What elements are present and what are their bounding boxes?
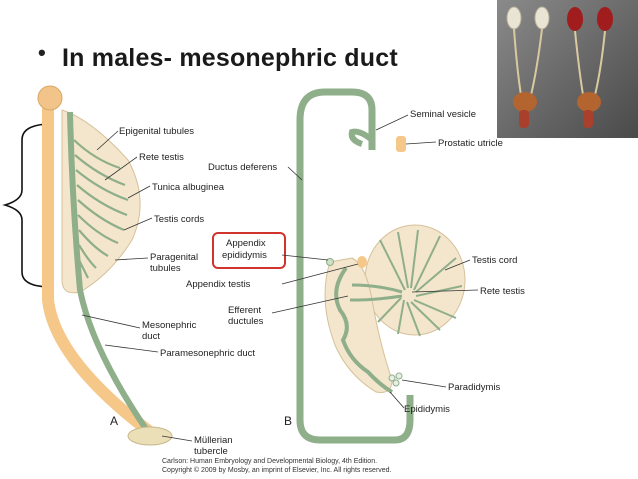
- label-rete-testis-b: Rete testis: [480, 286, 525, 297]
- label-paradidymis: Paradidymis: [448, 382, 501, 393]
- appendix-epididymis-dot: [326, 258, 334, 266]
- label-ductus: Ductus deferens: [208, 162, 277, 173]
- label-mullerian-2: tubercle: [194, 446, 228, 457]
- label-paramesonephric: Paramesonephric duct: [160, 348, 255, 359]
- panel-label-b: B: [284, 414, 292, 428]
- label-appendix-epi-1: Appendix: [226, 238, 266, 249]
- genital-duct-diagram: Epigenital tubules Rete testis Tunica al…: [2, 85, 525, 457]
- epididymis-duct: [334, 266, 394, 394]
- label-paragenital-1: Paragenital: [150, 252, 198, 263]
- label-mesonephric-2: duct: [142, 331, 160, 342]
- ductus-deferens: [296, 88, 414, 444]
- tubule-branches: [73, 139, 129, 279]
- bracket: [2, 123, 53, 288]
- mullerian-tubercle-shape: [127, 426, 173, 446]
- testis-cords-b: [367, 229, 463, 337]
- label-testis-cord: Testis cord: [472, 255, 517, 266]
- figure-credit: Carlson: Human Embryology and Developmen…: [162, 458, 392, 475]
- label-seminal: Seminal vesicle: [410, 109, 476, 120]
- credit-line-2: Copyright © 2009 by Mosby, an imprint of…: [162, 466, 392, 474]
- label-prostatic: Prostatic utricle: [438, 138, 503, 149]
- appendix-testis-dot: [357, 256, 367, 268]
- panel-label-a: A: [110, 414, 118, 428]
- label-testis-cords: Testis cords: [154, 214, 204, 225]
- label-epididymis: Epididymis: [404, 404, 450, 415]
- kidney-illustration: [497, 0, 638, 138]
- photo-inset: [497, 0, 638, 138]
- efferent-ductules: [349, 283, 403, 302]
- label-paragenital-2: tubules: [150, 263, 181, 274]
- label-mesonephric-1: Mesonephric: [142, 320, 197, 331]
- label-epigenital: Epigenital tubules: [119, 126, 194, 137]
- mesonephric-duct: [67, 111, 151, 434]
- appendix-epididymis-highlight: [212, 232, 286, 269]
- slide-title: In males- mesonephric duct: [62, 44, 398, 72]
- label-efferent-2: ductules: [228, 316, 264, 327]
- label-efferent-1: Efferent: [228, 305, 261, 316]
- credit-line-1: Carlson: Human Embryology and Developmen…: [162, 458, 378, 465]
- label-tunica: Tunica albuginea: [152, 182, 225, 193]
- label-appendix-testis: Appendix testis: [186, 279, 251, 290]
- label-rete-testis-a: Rete testis: [139, 152, 184, 163]
- title-bullet: •: [38, 40, 46, 65]
- paradidymis-shape: [388, 372, 403, 387]
- prostatic-utricle: [396, 136, 406, 152]
- paramesonephric-duct: [42, 104, 156, 438]
- seminal-vesicle: [348, 128, 374, 147]
- label-mullerian-1: Müllerian: [194, 435, 233, 446]
- paramesonephric-fimbria: [37, 85, 63, 111]
- label-appendix-epi-2: epididymis: [222, 250, 267, 261]
